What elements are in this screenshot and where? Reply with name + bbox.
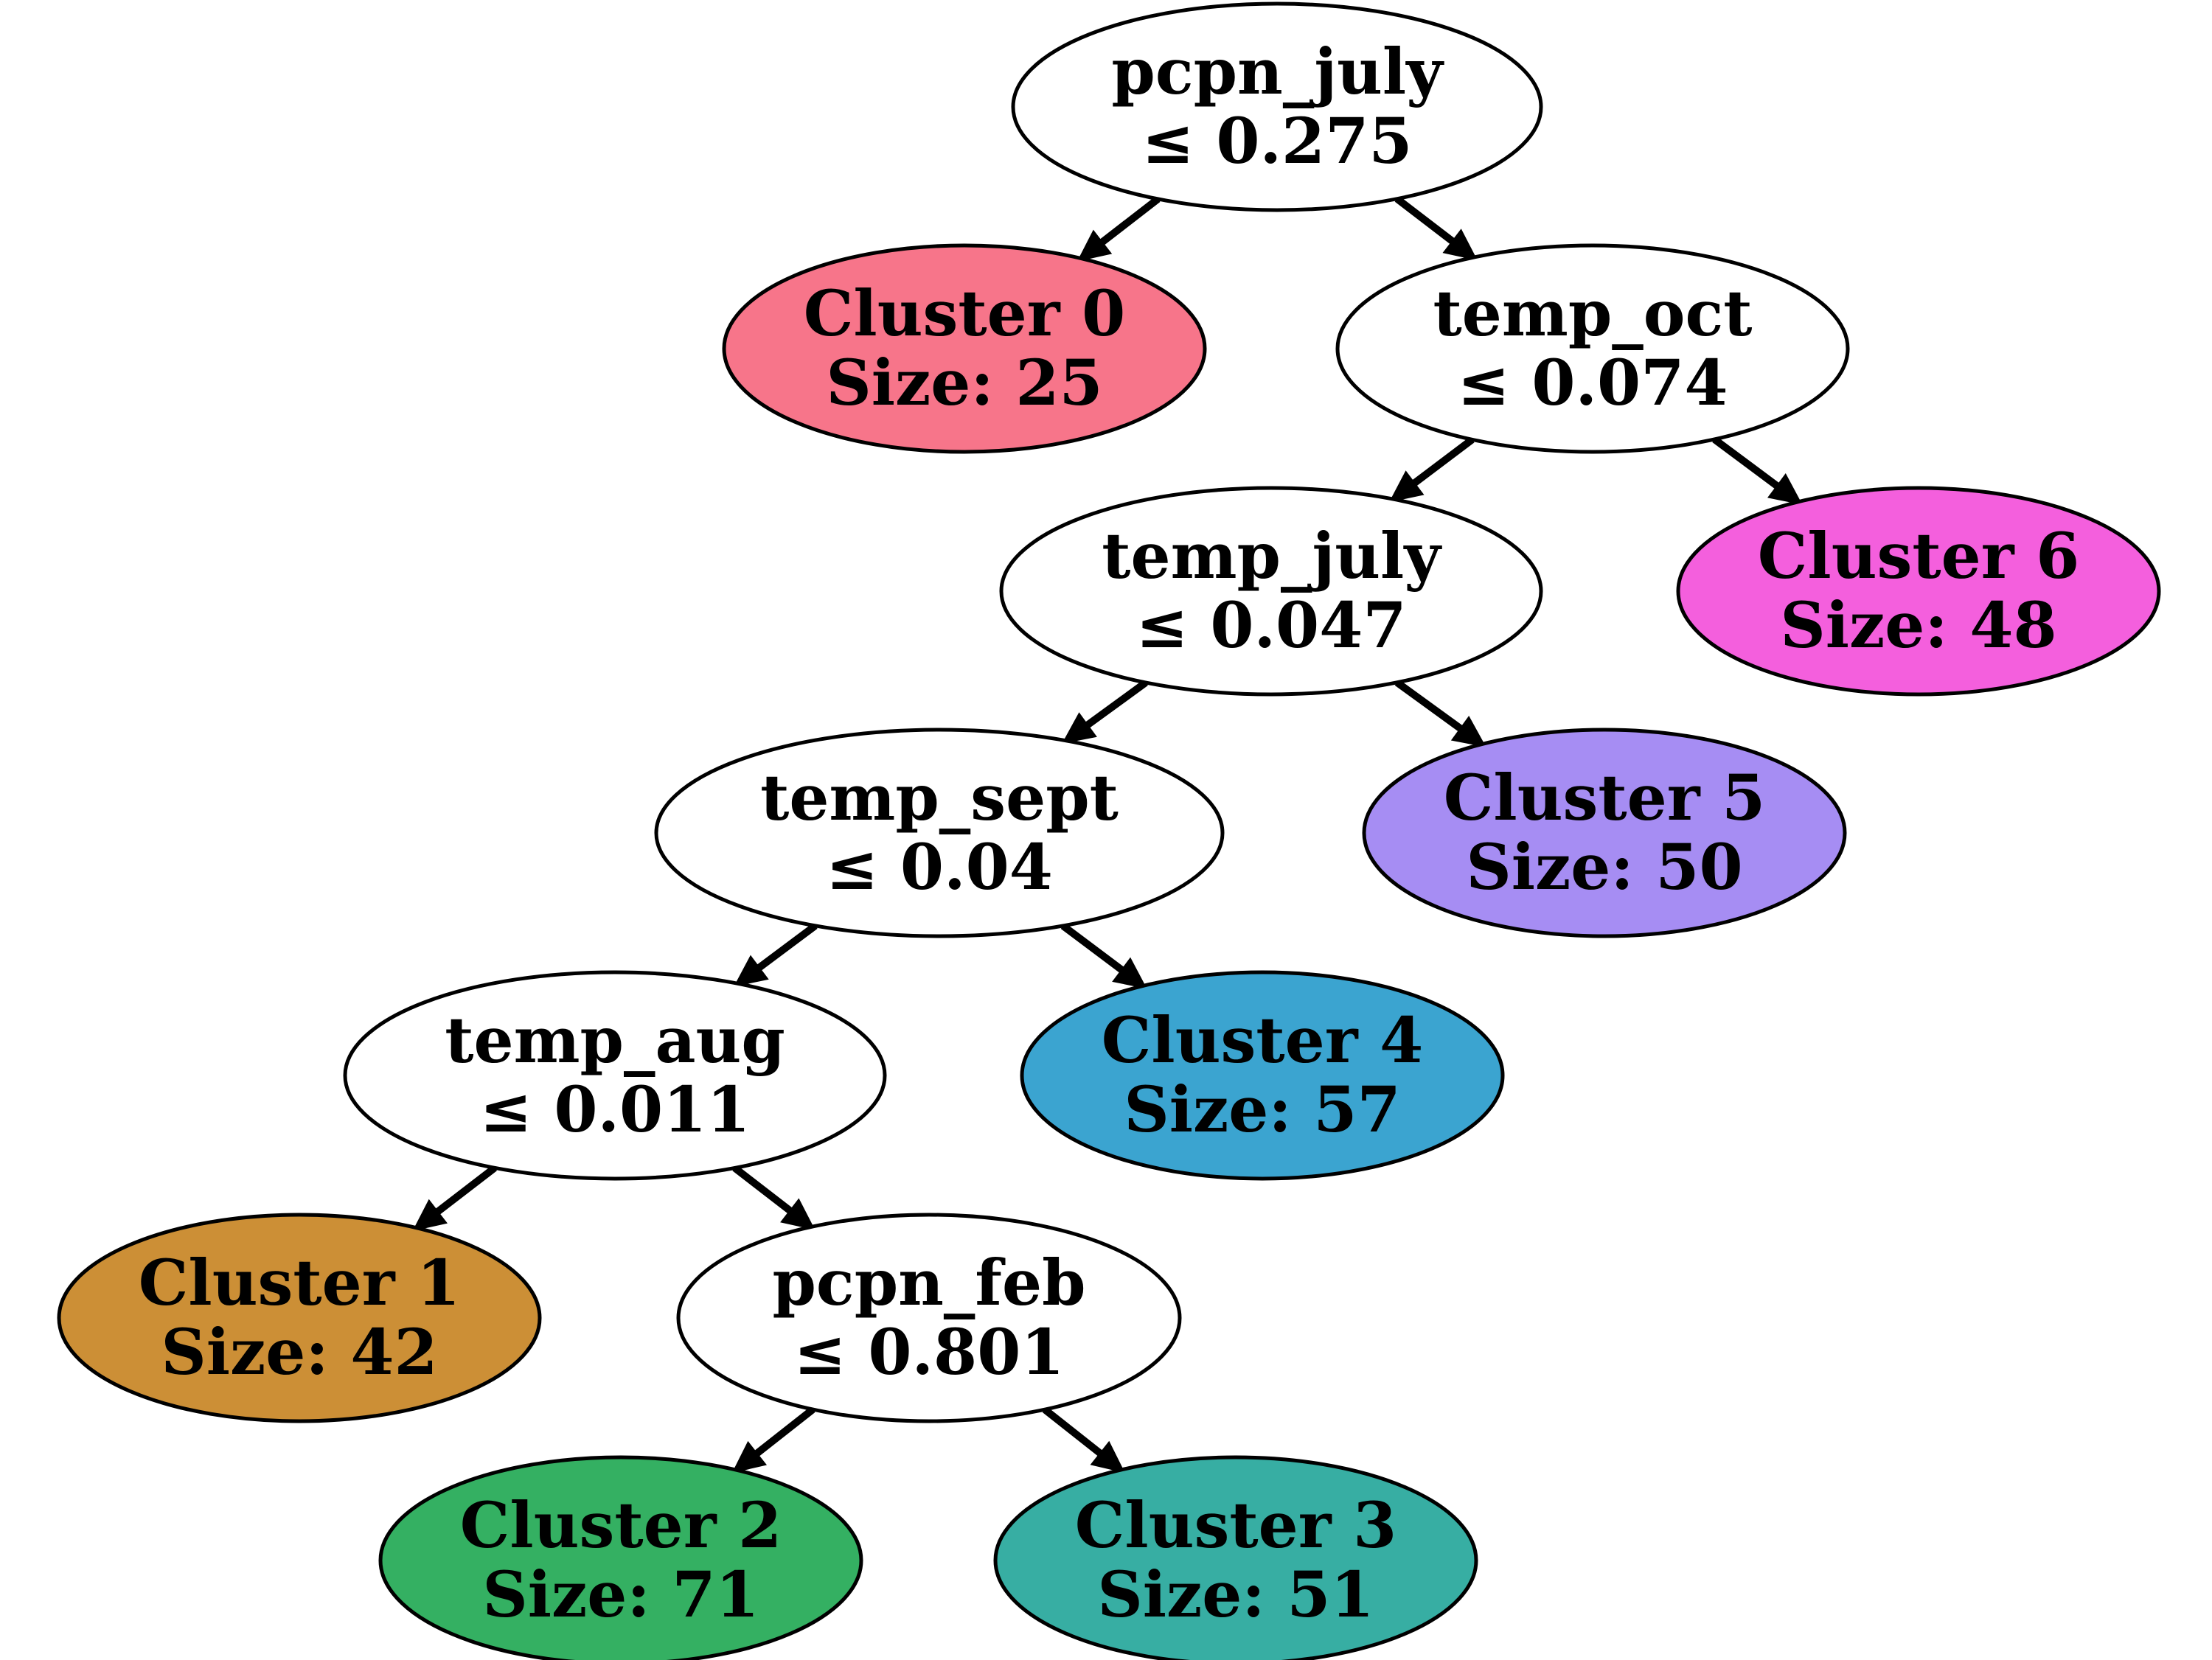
arrowhead-icon: [1062, 712, 1097, 744]
node-label-line1: pcpn_july: [1111, 35, 1444, 109]
node-label-line1: Cluster 1: [139, 1246, 460, 1320]
edge-line: [1394, 679, 1464, 733]
tree-edges: [412, 195, 1803, 1474]
node-ellipse: [654, 728, 1225, 938]
edge-line: [434, 1165, 497, 1216]
node-label-line2: ≤ 0.074: [1458, 346, 1728, 420]
edge-split-temp-july-to-cluster-5: [1394, 679, 1486, 747]
node-split-pcpn-july: pcpn_july≤ 0.275: [1011, 1, 1543, 212]
arrowhead-icon: [731, 1440, 768, 1474]
node-ellipse: [1011, 1, 1543, 212]
node-label-line2: Size: 42: [161, 1316, 437, 1389]
edge-split-pcpn-july-to-split-temp-oct: [1394, 195, 1478, 261]
node-label-line1: Cluster 3: [1075, 1489, 1397, 1563]
node-label-line2: ≤ 0.801: [794, 1316, 1065, 1389]
node-label-line1: pcpn_feb: [773, 1246, 1086, 1320]
node-split-temp-july: temp_july≤ 0.047: [999, 486, 1543, 697]
node-label-line2: Size: 48: [1780, 589, 2056, 663]
node-label-line2: Size: 25: [826, 346, 1102, 420]
edge-line: [1411, 436, 1475, 487]
arrowhead-icon: [734, 955, 769, 987]
node-label-line2: ≤ 0.275: [1142, 105, 1413, 178]
node-label-line1: Cluster 6: [1758, 520, 2079, 593]
arrowhead-icon: [780, 1198, 815, 1230]
edge-split-temp-sept-to-cluster-4: [1060, 922, 1147, 989]
node-ellipse: [343, 970, 887, 1181]
node-label-line2: ≤ 0.047: [1136, 589, 1407, 663]
node-ellipse: [676, 1213, 1182, 1423]
node-label-line1: temp_sept: [760, 761, 1119, 835]
node-ellipse: [993, 1455, 1478, 1660]
node-ellipse: [378, 1455, 863, 1660]
arrowhead-icon: [1077, 229, 1113, 262]
node-split-pcpn-feb: pcpn_feb≤ 0.801: [676, 1213, 1182, 1423]
edge-line: [732, 1165, 794, 1215]
edge-split-temp-july-to-split-temp-sept: [1062, 679, 1148, 744]
edge-line: [1060, 922, 1126, 974]
node-ellipse: [1020, 970, 1505, 1181]
edge-split-temp-oct-to-cluster-6: [1712, 436, 1803, 505]
node-label-line1: Cluster 5: [1444, 761, 1765, 835]
arrowhead-icon: [412, 1199, 448, 1232]
node-ellipse: [1676, 486, 2161, 697]
arrowhead-icon: [1450, 716, 1486, 747]
edge-line: [1042, 1406, 1104, 1457]
arrowhead-icon: [1090, 1440, 1125, 1474]
edge-line: [1712, 436, 1781, 490]
edge-line: [1099, 195, 1161, 246]
edge-split-pcpn-feb-to-cluster-3: [1042, 1406, 1125, 1474]
edge-split-temp-sept-to-split-temp-aug: [734, 922, 818, 987]
edge-line: [753, 1406, 815, 1458]
edge-split-temp-aug-to-cluster-1: [412, 1165, 497, 1232]
node-label-line1: temp_july: [1102, 520, 1442, 593]
node-split-temp-aug: temp_aug≤ 0.011: [343, 970, 887, 1181]
edge-line: [755, 922, 818, 972]
arrowhead-icon: [1388, 470, 1425, 503]
node-label-line1: temp_oct: [1433, 277, 1753, 351]
node-label-line1: Cluster 0: [804, 277, 1125, 351]
node-label-line2: Size: 50: [1466, 831, 1742, 904]
node-ellipse: [57, 1213, 542, 1423]
node-ellipse: [722, 243, 1207, 454]
node-ellipse: [1335, 243, 1850, 454]
edge-line: [1084, 679, 1148, 729]
edge-line: [1394, 195, 1456, 245]
node-label-line1: Cluster 2: [460, 1489, 782, 1563]
node-ellipse: [999, 486, 1543, 697]
node-split-temp-sept: temp_sept≤ 0.04: [654, 728, 1225, 938]
edge-split-temp-oct-to-split-temp-july: [1388, 436, 1475, 503]
edge-split-pcpn-july-to-cluster-0: [1077, 195, 1161, 262]
node-label-line2: Size: 51: [1097, 1558, 1374, 1632]
node-label-line2: Size: 71: [482, 1558, 759, 1632]
arrowhead-icon: [1442, 229, 1478, 261]
node-ellipse: [1362, 728, 1847, 938]
arrowhead-icon: [1767, 473, 1803, 505]
node-label-line2: Size: 57: [1124, 1073, 1400, 1147]
edge-split-pcpn-feb-to-cluster-2: [731, 1406, 815, 1474]
node-label-line2: ≤ 0.04: [826, 831, 1053, 904]
node-split-temp-oct: temp_oct≤ 0.074: [1335, 243, 1850, 454]
node-label-line2: ≤ 0.011: [480, 1073, 751, 1147]
node-label-line1: Cluster 4: [1102, 1004, 1423, 1078]
edge-split-temp-aug-to-split-pcpn-feb: [732, 1165, 815, 1230]
arrowhead-icon: [1112, 957, 1147, 989]
node-label-line1: temp_aug: [445, 1004, 785, 1078]
